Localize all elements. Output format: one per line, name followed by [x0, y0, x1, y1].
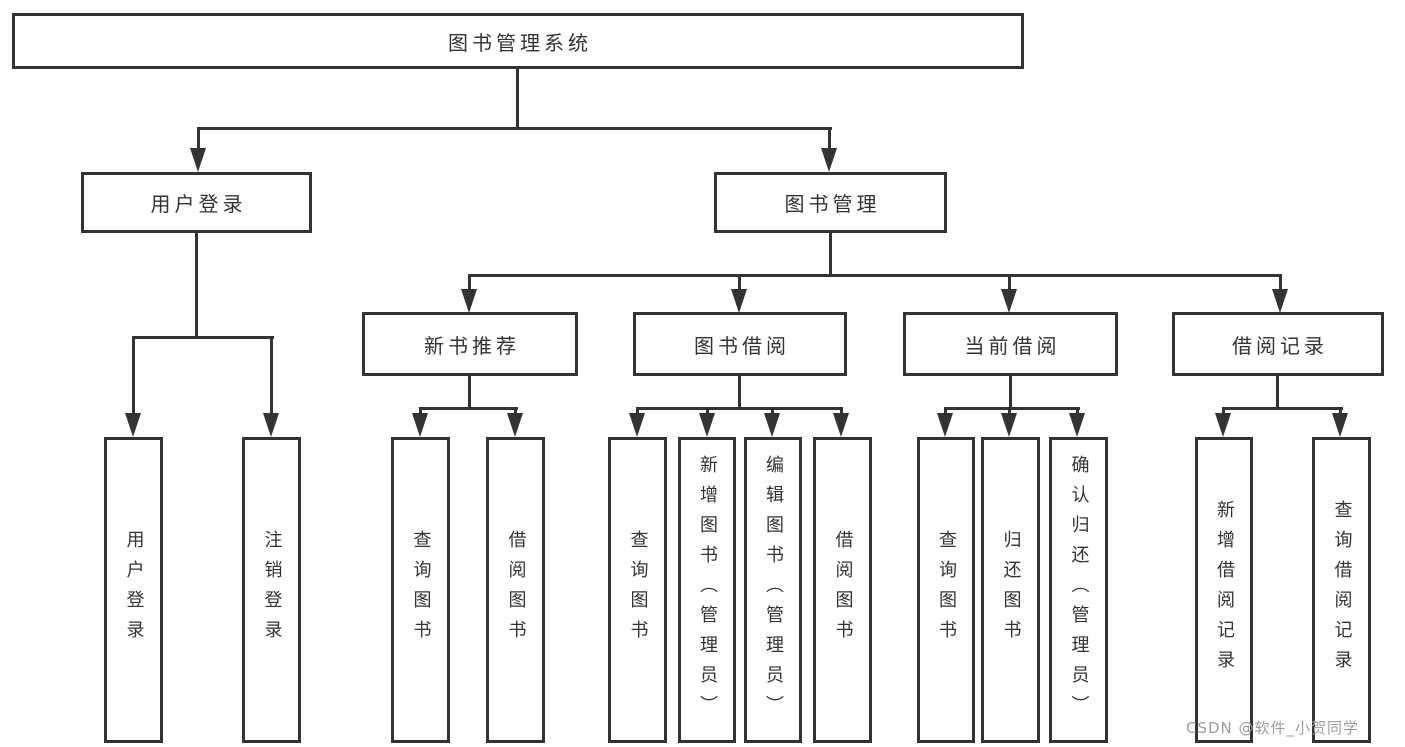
- connector-login-stem: [197, 127, 200, 151]
- node-leaf-current-query-label: 查询图书: [936, 530, 957, 650]
- connector-leaf-stem: [1076, 407, 1079, 417]
- node-leaf-borrow-book: 借阅图书: [813, 437, 872, 743]
- node-book-management-label: 图书管理: [784, 192, 881, 216]
- node-book-borrowing: 图书借阅: [633, 312, 847, 376]
- connector-leaf-stem: [419, 407, 422, 417]
- node-leaf-return-book-label: 归还图书: [1000, 530, 1022, 650]
- connector-leaf-stem: [771, 407, 774, 417]
- connector-root-stub: [516, 69, 519, 130]
- connector-leaf-stem: [944, 407, 947, 417]
- connector-mgmt-stem: [828, 127, 831, 151]
- node-leaf-current-query: 查询图书: [917, 437, 975, 743]
- node-new-book-recommend-label: 新书推荐: [424, 333, 520, 358]
- node-leaf-newbook-borrow-label: 借阅图书: [505, 530, 527, 650]
- arrow-down-icon: [190, 148, 206, 172]
- connector-root-bar: [197, 127, 832, 130]
- connector-newbook-bar: [419, 407, 518, 410]
- node-book-borrowing-label: 图书借阅: [694, 333, 790, 358]
- node-user-login: 用户登录: [81, 172, 312, 233]
- node-leaf-confirm-return-admin: 确认归还（管理员）: [1049, 437, 1108, 743]
- node-leaf-query-borrow-record-label: 查询借阅记录: [1331, 500, 1353, 680]
- connector-mgmt-bar: [469, 274, 1282, 277]
- arrow-down-icon: [821, 148, 837, 172]
- arrow-down-icon: [1215, 413, 1231, 437]
- connector-mgmt-stub: [829, 233, 832, 277]
- node-leaf-newbook-query-label: 查询图书: [410, 530, 432, 650]
- connector-records-stub: [1276, 376, 1279, 409]
- connector-leaf-stem: [706, 407, 709, 417]
- node-leaf-query-borrow-record: 查询借阅记录: [1312, 437, 1371, 743]
- node-borrow-records-label: 借阅记录: [1232, 333, 1328, 358]
- csdn-watermark: CSDN @软件_小贺同学: [1186, 719, 1360, 737]
- node-leaf-user-login: 用户登录: [104, 437, 163, 743]
- connector-section-stem: [468, 274, 471, 291]
- connector-section-stem: [1008, 274, 1011, 291]
- node-leaf-confirm-return-admin-label: 确认归还（管理员）: [1068, 455, 1090, 725]
- node-leaf-borrow-book-label: 借阅图书: [832, 530, 854, 650]
- arrow-down-icon: [699, 413, 715, 437]
- connector-section-stem: [1279, 274, 1282, 291]
- node-borrow-records: 借阅记录: [1172, 312, 1384, 376]
- node-leaf-add-book-admin-label: 新增图书（管理员）: [697, 455, 718, 725]
- connector-leaf-stem: [1008, 407, 1011, 417]
- arrow-down-icon: [1001, 289, 1017, 313]
- node-user-login-label: 用户登录: [150, 192, 247, 216]
- connector-borrowing-stub: [738, 376, 741, 409]
- node-leaf-edit-book-admin-label: 编辑图书（管理员）: [763, 455, 784, 725]
- node-leaf-borrowing-query-label: 查询图书: [627, 530, 649, 650]
- connector-leaf-stem: [840, 407, 843, 417]
- connector-records-bar: [1222, 407, 1343, 410]
- arrow-down-icon: [263, 413, 279, 437]
- node-leaf-logout: 注销登录: [242, 437, 301, 743]
- node-book-management: 图书管理: [714, 172, 947, 233]
- arrow-down-icon: [1001, 413, 1017, 437]
- connector-newbook-stub: [468, 376, 471, 409]
- arrow-down-icon: [1272, 289, 1288, 313]
- connector-login-leaf-stem: [270, 336, 273, 415]
- arrow-down-icon: [731, 289, 747, 313]
- node-leaf-add-borrow-record-label: 新增借阅记录: [1214, 500, 1235, 680]
- arrow-down-icon: [937, 413, 953, 437]
- node-leaf-logout-label: 注销登录: [261, 530, 283, 650]
- arrow-down-icon: [507, 413, 523, 437]
- connector-current-bar: [944, 407, 1080, 410]
- arrow-down-icon: [412, 413, 428, 437]
- connector-leaf-stem: [514, 407, 517, 417]
- node-new-book-recommend: 新书推荐: [362, 312, 578, 376]
- connector-login-leaf-stem: [132, 336, 135, 415]
- node-leaf-edit-book-admin: 编辑图书（管理员）: [744, 437, 802, 743]
- node-leaf-user-login-label: 用户登录: [123, 530, 145, 650]
- node-current-borrowing-label: 当前借阅: [964, 333, 1061, 358]
- connector-leaf-stem: [636, 407, 639, 417]
- node-root: 图书管理系统: [12, 13, 1024, 69]
- node-current-borrowing: 当前借阅: [903, 312, 1118, 376]
- arrow-down-icon: [1069, 413, 1085, 437]
- node-root-label: 图书管理系统: [448, 30, 592, 55]
- arrow-down-icon: [833, 413, 849, 437]
- node-leaf-add-book-admin: 新增图书（管理员）: [678, 437, 736, 743]
- arrow-down-icon: [461, 289, 477, 313]
- node-leaf-return-book: 归还图书: [981, 437, 1040, 743]
- node-leaf-borrowing-query: 查询图书: [608, 437, 667, 743]
- connector-borrowing-bar: [636, 407, 843, 410]
- arrow-down-icon: [764, 413, 780, 437]
- node-leaf-newbook-borrow: 借阅图书: [486, 437, 545, 743]
- connector-leaf-stem: [1222, 407, 1225, 417]
- connector-section-stem: [738, 274, 741, 291]
- connector-current-stub: [1009, 376, 1012, 409]
- connector-leaf-stem: [1339, 407, 1342, 417]
- connector-login-stub: [195, 233, 198, 339]
- node-leaf-newbook-query: 查询图书: [391, 437, 450, 743]
- arrow-down-icon: [629, 413, 645, 437]
- arrow-down-icon: [125, 413, 141, 437]
- arrow-down-icon: [1332, 413, 1348, 437]
- node-leaf-add-borrow-record: 新增借阅记录: [1195, 437, 1253, 743]
- connector-login-bar: [132, 336, 274, 339]
